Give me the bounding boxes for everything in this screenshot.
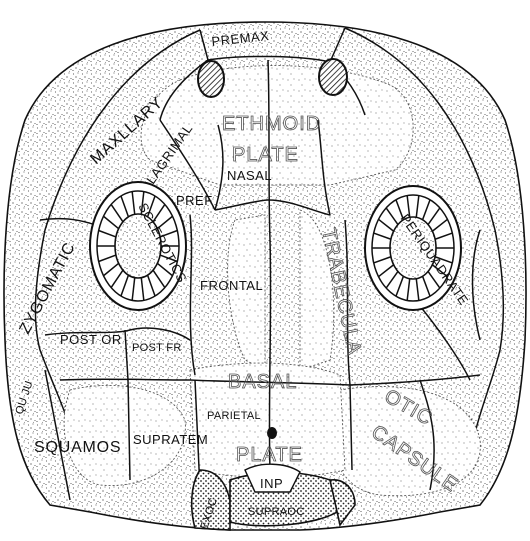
label-pref: PREF [176, 193, 213, 208]
label-ethmoid: ETHMOID [222, 113, 321, 135]
label-frontal: FRONTAL [200, 278, 263, 293]
label-nasal: NASAL [227, 168, 272, 183]
label-post-fr: POST FR [132, 342, 182, 354]
label-inp: INP [260, 476, 283, 491]
label-post-or: POST OR [60, 332, 122, 347]
label-supratem: SUPRATEM [133, 432, 208, 447]
label-plate-bottom: PLATE [236, 444, 303, 466]
label-parietal: PARIETAL [207, 410, 261, 422]
right-nostril [319, 59, 347, 95]
label-supraoc: SUPRAOC [248, 506, 305, 518]
label-basal: BASAL [228, 371, 297, 393]
left-nostril [198, 61, 224, 97]
right-sclerotic-ring [365, 186, 461, 310]
label-squamos: SQUAMOS [34, 439, 121, 456]
pineal-foramen [267, 427, 277, 439]
label-plate-top: PLATE [232, 144, 299, 166]
